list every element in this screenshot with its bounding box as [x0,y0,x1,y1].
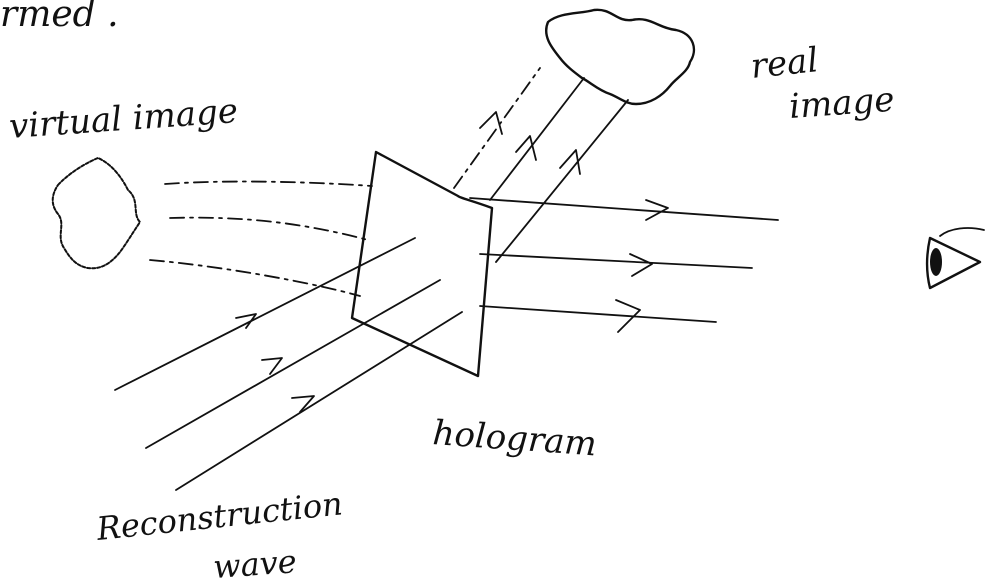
real-image-object [546,10,694,104]
real-image-label-line1: real [749,40,820,87]
real-image-rays [454,68,628,262]
transmitted-rays [470,198,778,332]
real-image-label-line2: image [788,80,896,127]
virtual-ray-3 [150,260,360,296]
real-ray-2 [490,78,584,200]
top-fragment-text: rmed . [0,0,119,35]
virtual-ray-1 [165,182,372,186]
transmitted-ray-2-arrow [630,254,652,276]
reconstruction-label-line1: Reconstruction [94,484,345,548]
reconstruction-label-line2: wave [212,542,298,585]
reconstruction-ray-3 [176,312,462,490]
hologram-label: hologram [431,413,598,464]
transmitted-ray-1 [470,198,778,220]
virtual-image-object [53,158,140,268]
reconstruction-ray-3-arrow [292,396,314,412]
eye-icon [927,228,984,288]
transmitted-ray-2 [480,254,752,268]
reconstruction-rays [115,238,462,490]
virtual-image-label: virtual image [8,91,239,147]
reconstruction-ray-2 [146,280,440,448]
hologram-plate [352,152,492,376]
virtual-ray-2 [170,218,368,240]
real-ray-3 [496,100,628,262]
real-ray-1-arrow [480,112,502,134]
real-ray-dashed [454,68,540,188]
real-ray-2-arrow [516,136,536,160]
transmitted-ray-3 [480,306,716,322]
